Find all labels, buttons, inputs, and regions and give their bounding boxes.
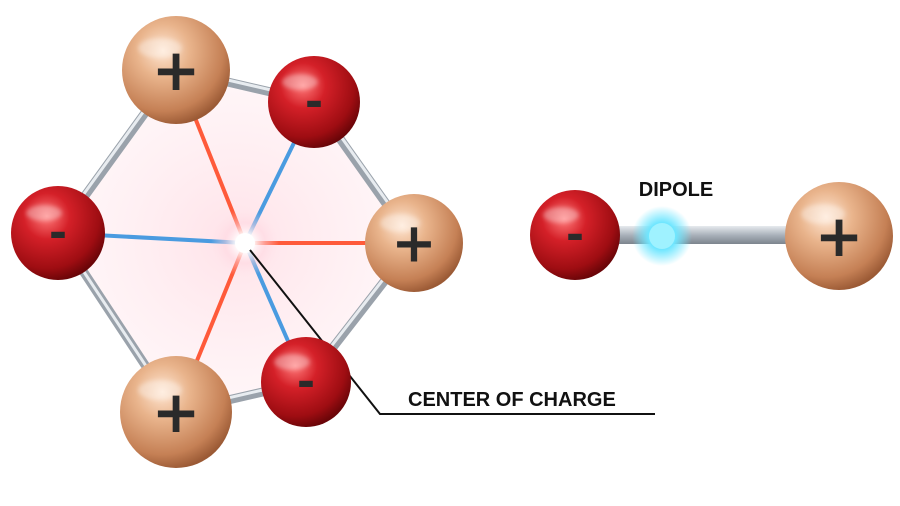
dipole-label: DIPOLE	[639, 179, 713, 201]
plus-sign: +	[815, 202, 864, 270]
center-label-leader	[249, 249, 655, 415]
minus-sign: -	[305, 77, 323, 128]
center-of-charge-point	[235, 233, 255, 253]
minus-sign: -	[49, 208, 67, 259]
negative-atom: -	[268, 56, 360, 148]
plus-sign: +	[152, 378, 201, 446]
dipole-center	[649, 223, 675, 249]
minus-sign: -	[297, 357, 315, 408]
positive-atom: +	[785, 182, 893, 290]
negative-atom: -	[530, 190, 620, 280]
negative-atom: -	[11, 186, 105, 280]
plus-sign: +	[152, 36, 201, 104]
minus-sign: -	[566, 210, 584, 261]
center-of-charge-label: CENTER OF CHARGE	[408, 389, 616, 411]
plus-sign: +	[391, 212, 436, 275]
positive-atom: +	[365, 194, 463, 292]
positive-atom: +	[122, 16, 230, 124]
dipole: - +	[530, 182, 893, 290]
hexagon-atoms: + - + - + -	[11, 16, 463, 468]
positive-atom: +	[120, 356, 232, 468]
negative-atom: -	[261, 337, 351, 427]
